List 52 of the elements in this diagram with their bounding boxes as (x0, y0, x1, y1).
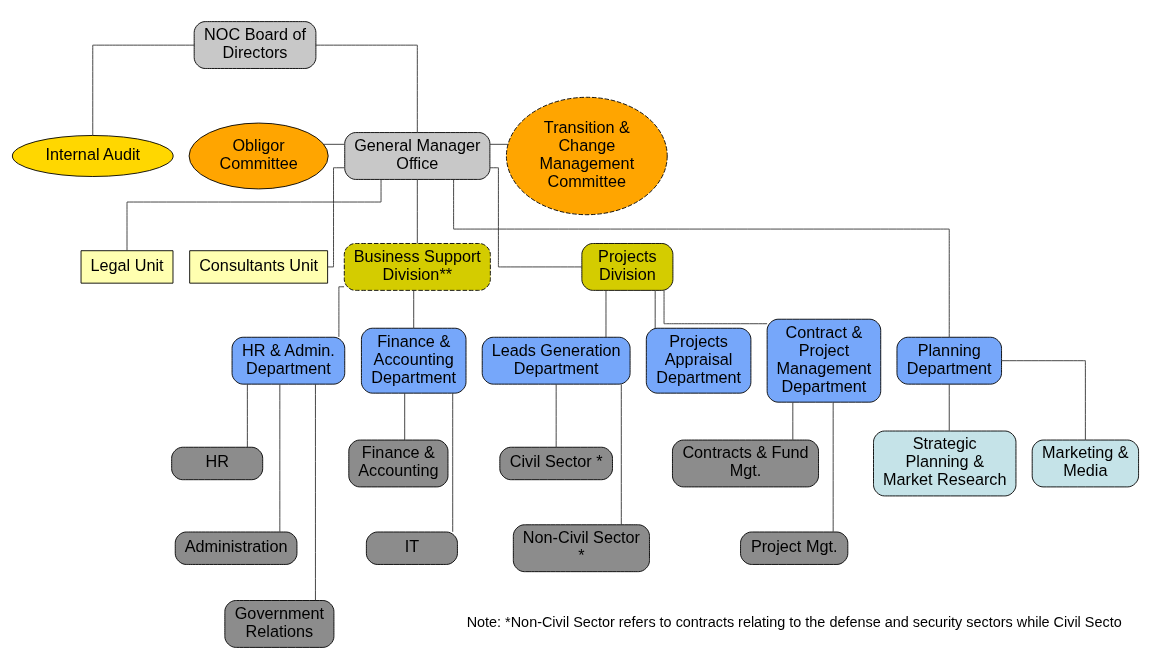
connector (452, 392, 454, 532)
connector (832, 401, 834, 532)
node-ellipse: Internal Audit (11, 134, 174, 177)
connector (663, 289, 768, 324)
node-ellipse: Obligor Committee (188, 122, 329, 189)
connector (489, 166, 582, 267)
node-box: Leads Generation Department (481, 336, 631, 385)
node-box: Contracts & Fund Mgt. (672, 439, 819, 487)
connector (792, 401, 794, 440)
connector (620, 383, 622, 525)
connector (327, 166, 345, 267)
connector (1001, 359, 1086, 440)
connector (279, 383, 281, 532)
node-box: Projects Appraisal Department (645, 327, 752, 394)
connector (605, 289, 607, 337)
connector (338, 285, 345, 337)
node-box: Civil Sector * (499, 446, 613, 480)
connector (416, 178, 418, 244)
node-box: Project Mgt. (740, 531, 849, 565)
connector (948, 383, 950, 431)
node-ellipse: Transition & Change Management Committee (505, 96, 668, 215)
label: Note: *Non-Civil Sector refers to contracts relating to the defense and security sectors while Civil Secto (466, 613, 1122, 630)
connector (654, 289, 656, 329)
node-box: Marketing & Media (1031, 439, 1139, 487)
connector (315, 383, 316, 601)
node-box: Finance & Accounting (348, 439, 449, 487)
node-box: IT (365, 531, 458, 565)
node-box: HR & Admin. Department (231, 336, 346, 385)
connector (315, 44, 418, 133)
node-box: NOC Board of Directors (193, 20, 317, 69)
connector (404, 392, 406, 440)
node-box: HR (171, 446, 264, 480)
node-box: Administration (174, 531, 298, 565)
node-box: Contract & Project Management Department (766, 318, 882, 403)
connector (489, 143, 509, 145)
connector (92, 44, 195, 136)
node-box: General Manager Office (344, 131, 491, 180)
node-box: Business Support Division** (343, 242, 491, 291)
node-box: Consultants Unit (189, 249, 329, 284)
connector (453, 178, 950, 338)
node-box: Non-Civil Sector * (512, 523, 650, 572)
node-box: Strategic Planning & Market Research (873, 430, 1017, 496)
connector (413, 289, 415, 329)
connector (555, 383, 557, 447)
node-box: Projects Division (581, 242, 674, 291)
connector (126, 178, 382, 251)
connector (323, 143, 346, 145)
node-box: Finance & Accounting Department (360, 327, 467, 394)
node-box: Legal Unit (80, 249, 174, 284)
connector (246, 383, 248, 447)
node-box: Planning Department (896, 336, 1002, 385)
node-box: Government Relations (224, 599, 335, 648)
